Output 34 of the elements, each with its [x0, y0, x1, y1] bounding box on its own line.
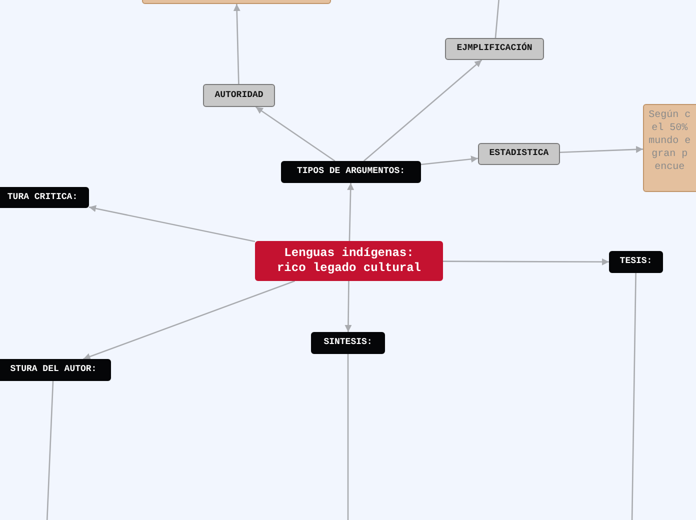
topic-box — [0, 187, 89, 208]
topic-label: TESIS: — [620, 256, 652, 268]
note-box — [643, 104, 696, 192]
arrow — [88, 205, 256, 242]
topic-label: AUTORIDAD — [214, 90, 264, 102]
arrow — [344, 281, 352, 332]
connector-line — [347, 354, 349, 520]
arrow — [347, 182, 354, 242]
central-topic-box — [255, 241, 443, 281]
topic-box — [0, 359, 111, 381]
topic-box — [311, 332, 385, 354]
arrow — [83, 280, 295, 360]
arrow — [420, 156, 478, 166]
arrow — [443, 258, 609, 266]
topic-label: STURA DEL AUTOR: — [10, 364, 97, 376]
topic-label: TIPOS DE ARGUMENTOS: — [296, 166, 406, 178]
arrow — [255, 106, 336, 162]
topic-label: EJMPLIFICACIÓN — [456, 43, 532, 55]
note-text: Según c el 50% mundo e gran p encue — [648, 109, 692, 174]
connector-line — [46, 380, 54, 520]
topic-label: ESTADISTICA — [489, 148, 549, 160]
connector-line — [494, 0, 500, 38]
arrow — [363, 60, 482, 162]
topic-box — [609, 251, 663, 273]
subtopic-box — [478, 143, 560, 165]
connector-line — [631, 273, 636, 520]
subtopic-box — [445, 38, 544, 60]
arrow — [233, 4, 240, 84]
topic-box — [281, 161, 421, 183]
topic-label: SINTESIS: — [324, 337, 372, 349]
topic-label: Lenguas indígenas: rico legado cultural — [276, 246, 422, 276]
topic-label: TURA CRITICA: — [7, 192, 78, 204]
arrow — [560, 146, 644, 154]
subtopic-box — [203, 84, 275, 107]
